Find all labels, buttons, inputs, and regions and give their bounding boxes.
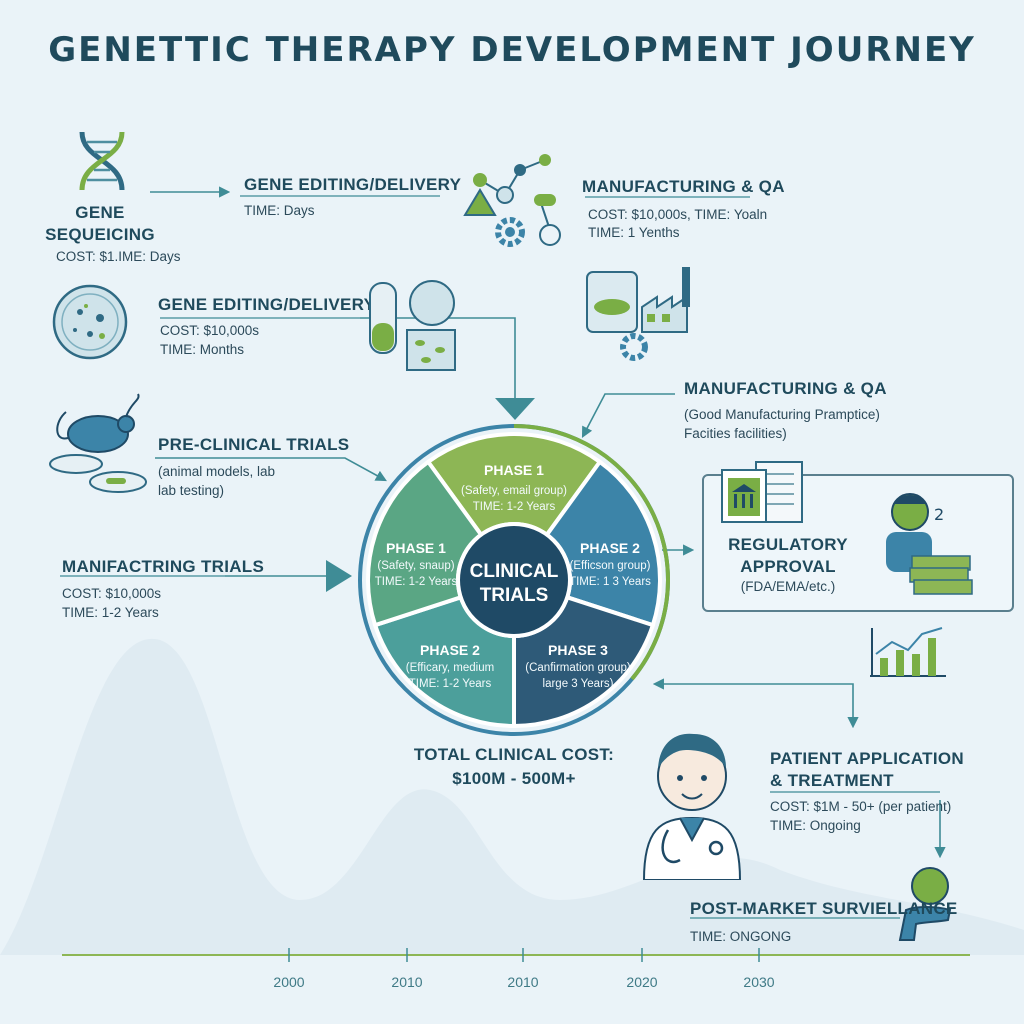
mouse-icon — [49, 393, 147, 493]
wedge-1-line1: (Safety, email group) — [461, 485, 567, 497]
clinical-core-line2: TRIALS — [479, 585, 549, 606]
growth-chart-icon — [870, 627, 946, 677]
page-title: GENETTIC THERAPY DEVELOPMENT JOURNEY — [48, 30, 976, 70]
molecule-gears-icon — [463, 154, 561, 247]
factory-icon — [586, 267, 690, 361]
manifactring-trials-time: TIME: 1-2 Years — [62, 605, 159, 620]
timeline-year: 2010 — [391, 974, 423, 990]
petri-dish-icon — [52, 284, 128, 360]
patient-title-line2: & TREATMENT — [770, 771, 894, 790]
gene-editing-mid-title: GENE EDITING/DELIVERY — [158, 295, 376, 314]
manifactring-trials-cost: COST: $10,000s — [62, 586, 162, 601]
svg-text:2: 2 — [934, 505, 944, 524]
manufacturing-top-cost: COST: $10,000s, TIME: Yoaln — [588, 207, 768, 222]
gene-sequencing-detail: COST: $1.IME: Days — [56, 249, 181, 264]
gene-sequencing-title-line2: SEQUEICING — [45, 225, 155, 244]
wedge-3-line1: (Canfirmation group) — [525, 662, 631, 674]
approver-with-money-icon: 2 — [886, 493, 973, 595]
wedge-4-line1: (Efficary, medium — [405, 662, 495, 674]
manufacturing-top-time: TIME: 1 Yenths — [588, 225, 680, 240]
regulatory-title-line1: REGULATORY — [728, 535, 848, 554]
wedge-1-title: PHASE 1 — [484, 462, 544, 478]
wedge-3-line2: large 3 Years) — [542, 678, 614, 690]
gene-editing-top-time: TIME: Days — [244, 203, 315, 218]
patient-title-line1: PATIENT APPLICATION — [770, 749, 964, 768]
test-tube-icon — [369, 280, 456, 371]
wedge-3-title: PHASE 3 — [548, 642, 608, 658]
post-market-title: POST-MARKET SURVIELLANCE — [690, 899, 958, 918]
wedge-4-title: PHASE 2 — [420, 642, 480, 658]
gene-sequencing-title-line1: GENE — [75, 203, 125, 222]
pre-clinical-line2: lab testing) — [158, 483, 225, 498]
total-clinical-cost-label: TOTAL CLINICAL COST: — [413, 745, 615, 764]
timeline-year: 2010 — [507, 974, 539, 990]
wedge-5-title: PHASE 1 — [386, 540, 446, 556]
wedge-2-line2: TIME: 1 3 Years — [569, 576, 651, 588]
patient-cost: COST: $1M - 50+ (per patient) — [770, 799, 952, 814]
wedge-1-line2: TIME: 1-2 Years — [472, 501, 556, 513]
timeline-year: 2020 — [626, 974, 658, 990]
timeline-year: 2000 — [273, 974, 305, 990]
total-clinical-cost-value: $100M - 500M+ — [452, 769, 576, 788]
post-market-time: TIME: ONGONG — [690, 929, 792, 944]
manifactring-trials-title: MANIFACTRING TRIALS — [62, 557, 265, 576]
wedge-2-line1: (Efficson group) — [569, 560, 651, 572]
wedge-5-line2: TIME: 1-2 Years — [374, 576, 458, 588]
hand-holding-pill-icon — [898, 867, 952, 941]
manufacturing-mid-title: MANUFACTURING & QA — [684, 379, 887, 398]
pre-clinical-title: PRE-CLINICAL TRIALS — [158, 435, 350, 454]
wedge-2-title: PHASE 2 — [580, 540, 640, 556]
pre-clinical-line1: (animal models, lab — [158, 464, 276, 479]
manufacturing-mid-line2: Facities facilities) — [684, 426, 787, 441]
doctor-icon — [642, 733, 742, 880]
documents-icon — [721, 461, 803, 523]
patient-time: TIME: Ongoing — [770, 818, 861, 833]
wedge-4-line2: TIME: 1-2 Years — [408, 678, 492, 690]
dna-icon — [79, 131, 125, 191]
gene-editing-mid-time: TIME: Months — [160, 342, 245, 357]
regulatory-title-line2: APPROVAL — [740, 557, 836, 576]
regulatory-agencies: (FDA/EMA/etc.) — [740, 579, 836, 594]
clinical-core-line1: CLINICAL — [469, 561, 559, 582]
wedge-5-line1: (Safety, snaup) — [377, 560, 455, 572]
manufacturing-mid-line1: (Good Manufacturing Pramptice) — [684, 407, 880, 422]
timeline-year: 2030 — [743, 974, 775, 990]
manufacturing-top-title: MANUFACTURING & QA — [582, 177, 785, 196]
gene-editing-top-title: GENE EDITING/DELIVERY — [244, 175, 462, 194]
gene-editing-mid-cost: COST: $10,000s — [160, 323, 260, 338]
